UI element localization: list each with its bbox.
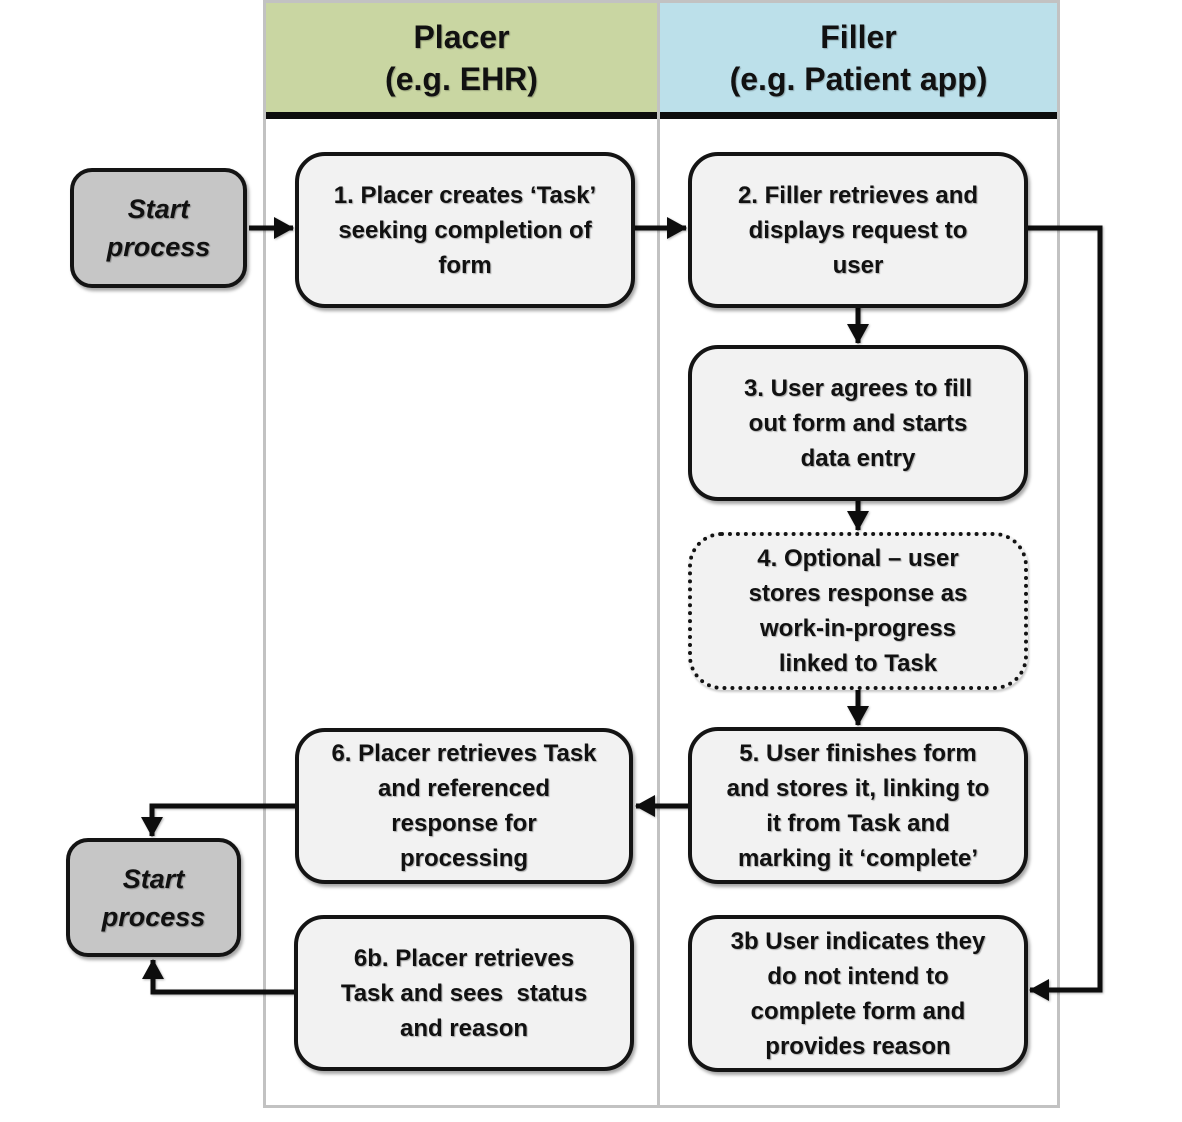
step3-node: 3. User agrees to fill out form and star… bbox=[688, 345, 1028, 501]
start-process-node-bottom: Start process bbox=[66, 838, 241, 957]
filler-lane-header: Filler (e.g. Patient app) bbox=[660, 3, 1057, 119]
step6-node: 6. Placer retrieves Task and referenced … bbox=[295, 728, 633, 884]
step2-node: 2. Filler retrieves and displays request… bbox=[688, 152, 1028, 308]
step1-node: 1. Placer creates ‘Task’ seeking complet… bbox=[295, 152, 635, 308]
step6b-node: 6b. Placer retrieves Task and sees statu… bbox=[294, 915, 634, 1071]
placer-lane-header: Placer (e.g. EHR) bbox=[266, 3, 657, 119]
start-process-node-top: Start process bbox=[70, 168, 247, 288]
step3b-node: 3b User indicates they do not intend to … bbox=[688, 915, 1028, 1072]
step5-node: 5. User finishes form and stores it, lin… bbox=[688, 727, 1028, 884]
step4-optional-node: 4. Optional – user stores response as wo… bbox=[688, 532, 1028, 690]
